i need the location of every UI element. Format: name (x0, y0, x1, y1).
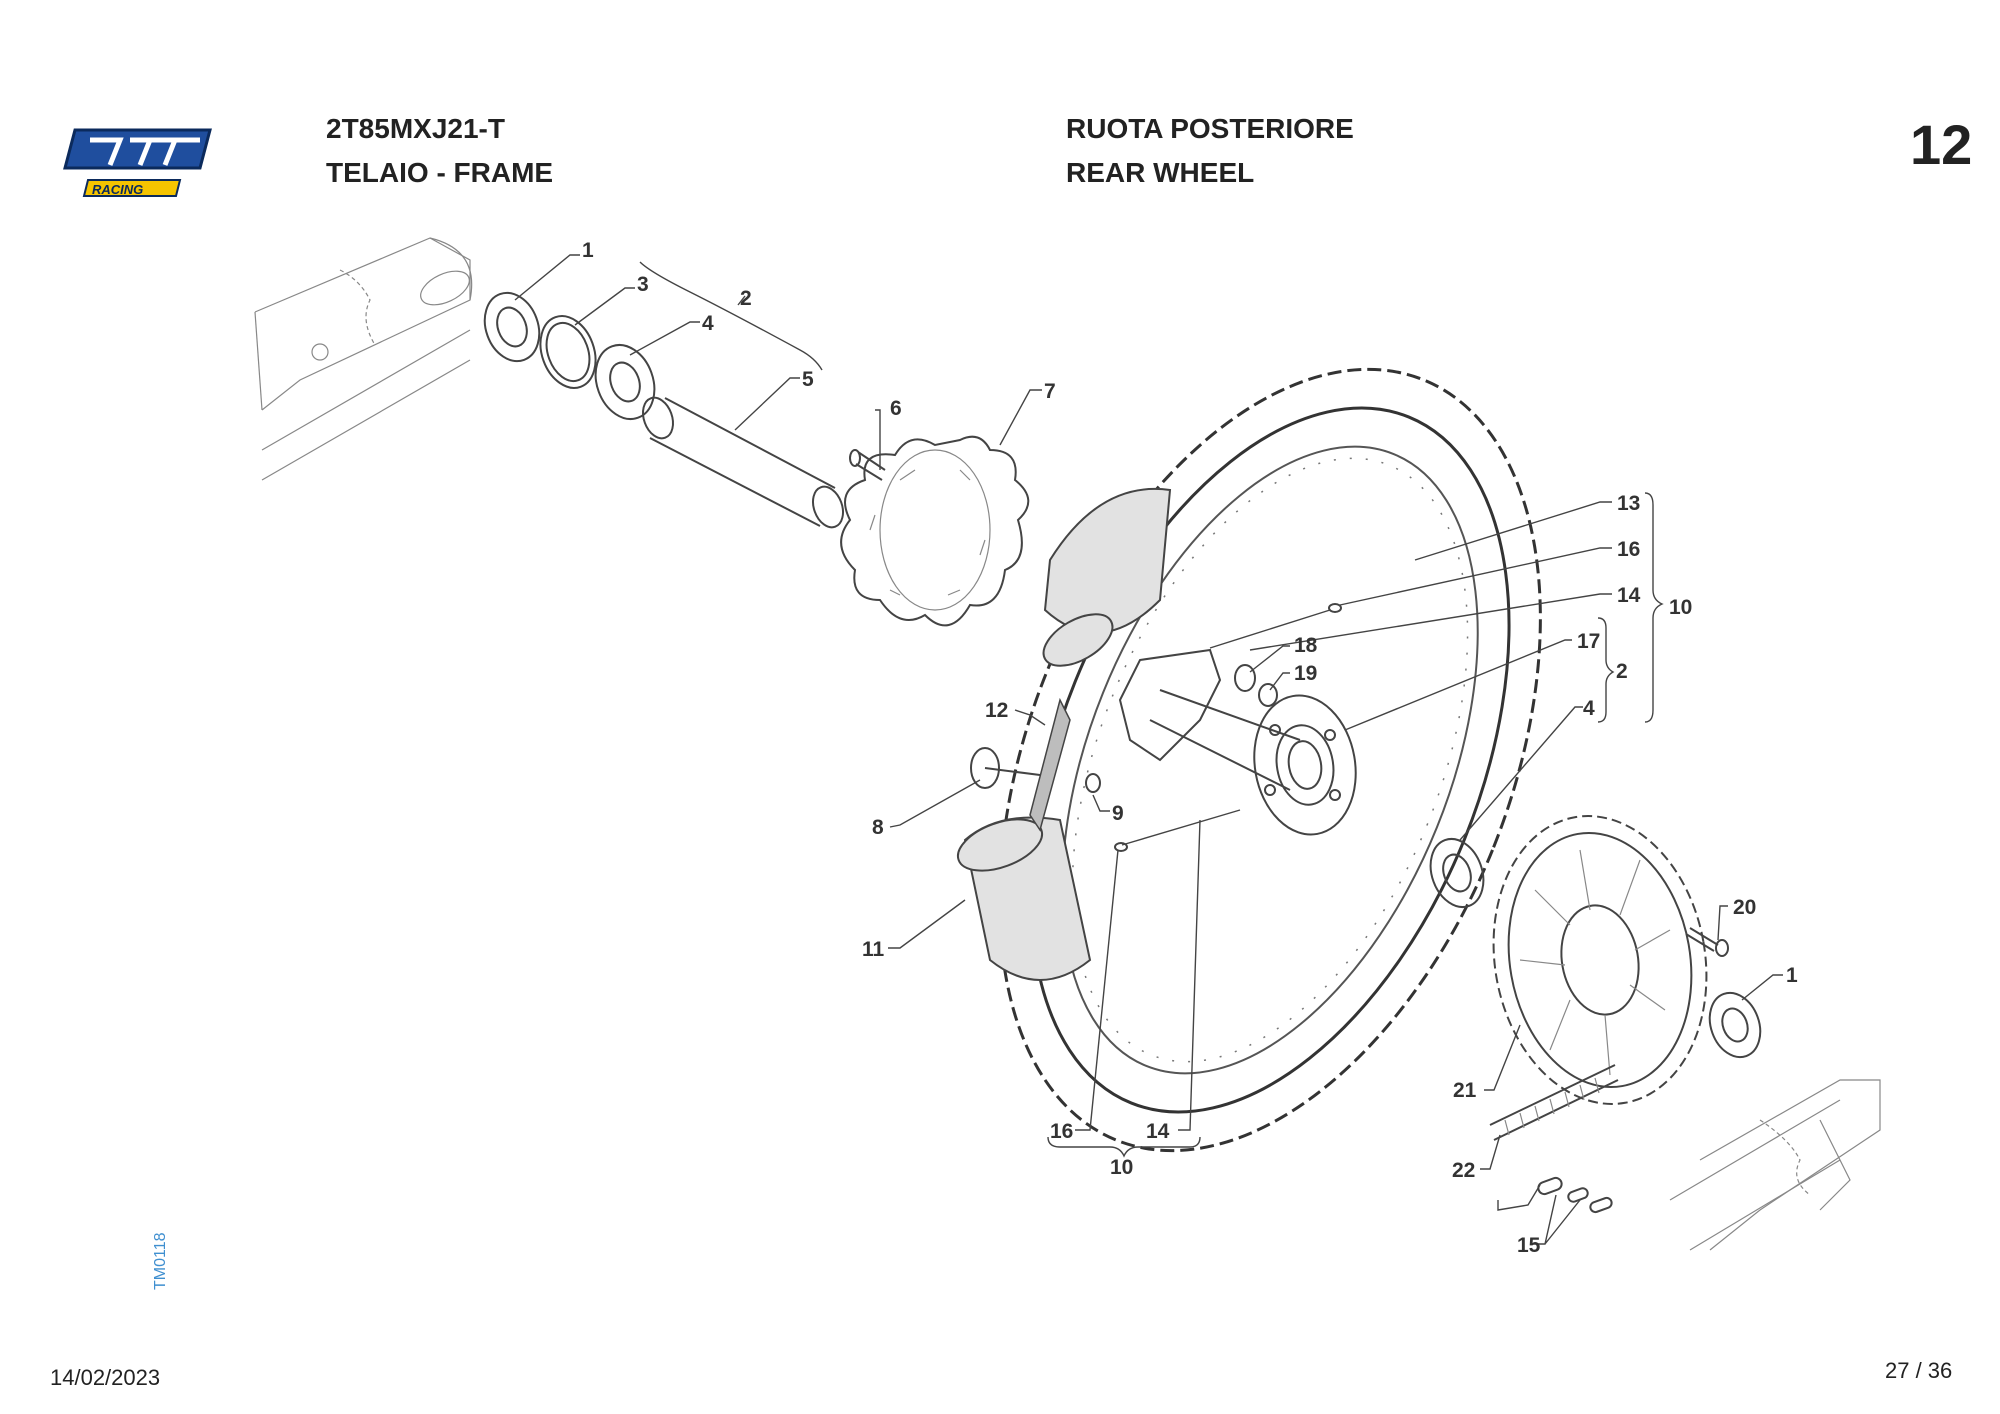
callout-1: 1 (582, 239, 594, 262)
callout-20: 20 (1733, 896, 1756, 919)
page-group-number: 12 (1910, 113, 1973, 176)
section-title-en: REAR WHEEL (1066, 157, 1255, 188)
callout-7: 7 (1044, 380, 1056, 403)
callout-12: 12 (985, 699, 1008, 722)
callout-19: 19 (1294, 662, 1317, 685)
rim-tape (1029, 697, 1071, 832)
callout-16-bottom: 16 (1050, 1120, 1073, 1143)
bracket-group-10-right (1644, 492, 1664, 723)
drive-chain (1489, 1064, 1619, 1141)
callout-13: 13 (1617, 492, 1640, 515)
callout-22: 22 (1452, 1159, 1475, 1182)
chain-master-link (1537, 1176, 1613, 1214)
bearing-left (594, 344, 656, 420)
callout-4: 4 (702, 312, 714, 335)
callout-10-bottom: 10 (1110, 1156, 1133, 1179)
callout-1-right: 1 (1786, 964, 1798, 987)
callout-4-right: 4 (1583, 697, 1595, 720)
leader-lines (514, 254, 1783, 1245)
section-title-it: RUOTA POSTERIORE (1066, 113, 1354, 144)
hub-nut-washer (1234, 664, 1278, 707)
rear-hub (1118, 648, 1357, 836)
swingarm-right (1669, 1079, 1881, 1251)
oil-seal-left (483, 291, 541, 363)
callout-18: 18 (1294, 634, 1318, 657)
oil-seal-right (1708, 991, 1762, 1059)
callout-14-bottom: 14 (1146, 1120, 1170, 1143)
callout-3: 3 (637, 273, 649, 296)
callout-6: 6 (890, 397, 902, 420)
callout-15: 15 (1517, 1234, 1541, 1257)
callout-21: 21 (1453, 1079, 1477, 1102)
valve (970, 747, 1041, 789)
svg-text:RACING: RACING (92, 182, 143, 197)
tm-racing-logo: RACING (63, 128, 212, 197)
footer-page: 27 / 36 (1885, 1358, 1953, 1383)
rear-tyre (998, 367, 1542, 1153)
spoke-and-nipple (1114, 603, 1342, 852)
callout-8: 8 (872, 816, 884, 839)
callout-11: 11 (862, 938, 885, 961)
bracket-group-2-right (1597, 617, 1615, 723)
callout-2-right: 2 (1616, 660, 1628, 683)
callout-16-right: 16 (1617, 538, 1640, 561)
brake-disc (840, 435, 1030, 627)
bracket-group-10-bottom (1047, 1136, 1201, 1158)
swingarm-left (254, 237, 473, 481)
inner-tube (956, 487, 1172, 981)
bearing-right (1429, 838, 1485, 908)
rim-lock-nut (1085, 773, 1101, 793)
spacer-tube (642, 396, 844, 529)
callout-17: 17 (1577, 630, 1600, 653)
callout-9: 9 (1112, 802, 1124, 825)
model-code: 2T85MXJ21-T (326, 113, 505, 144)
callout-2: 2 (740, 287, 752, 310)
callout-5: 5 (802, 368, 814, 391)
callout-14-right: 14 (1617, 584, 1641, 607)
bracket-group-2 (639, 261, 823, 371)
circlip (539, 315, 597, 389)
sprocket-bolt (1685, 927, 1729, 957)
group-title: TELAIO - FRAME (326, 157, 554, 188)
footer-date: 14/02/2023 (50, 1365, 161, 1390)
callout-10-right: 10 (1669, 596, 1692, 619)
rear-sprocket (1492, 815, 1708, 1105)
